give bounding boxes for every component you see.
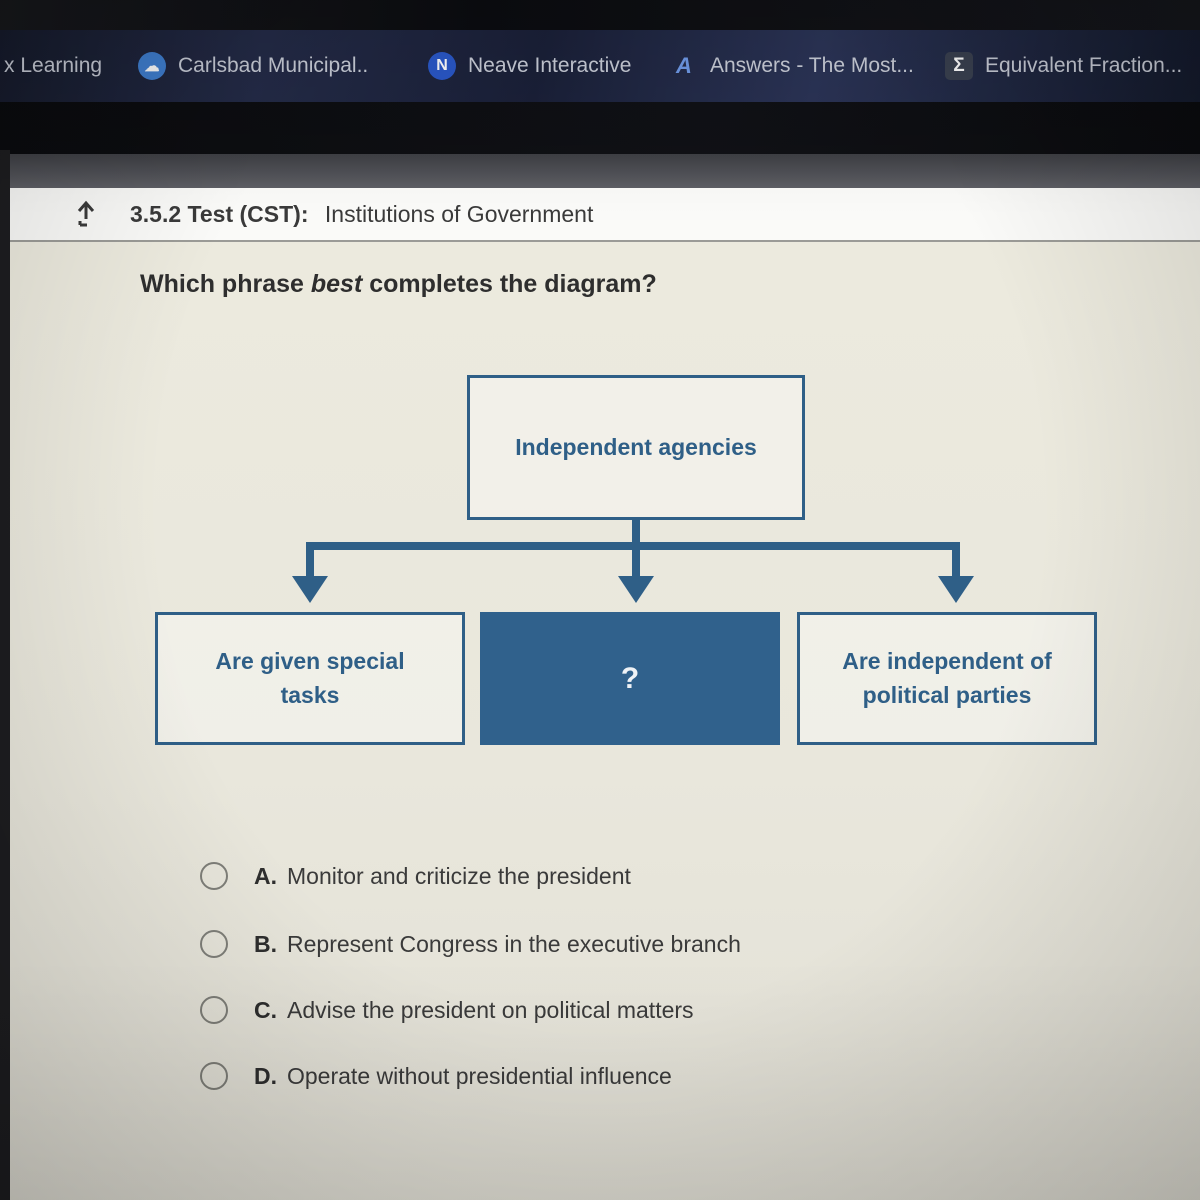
option-d-text: D. Operate without presidential influence [254, 1063, 672, 1090]
radio-button-d[interactable] [200, 1062, 228, 1090]
monitor-top-bezel [0, 0, 1200, 30]
cloud-icon: ☁ [138, 52, 166, 80]
bookmark-equivalent-fraction[interactable]: Σ Equivalent Fraction... [945, 30, 1182, 102]
question-suffix: completes the diagram? [362, 270, 657, 298]
question-prefix: Which phrase [140, 270, 311, 298]
diagram-mystery-label: ? [620, 661, 640, 695]
bookmark-answers[interactable]: A Answers - The Most... [670, 30, 914, 102]
option-b-body: Represent Congress in the executive bran… [287, 930, 741, 957]
bookmark-label: Answers - The Most... [710, 54, 914, 77]
bookmarks-bar: x Learning ☁ Carlsbad Municipal.. N Neav… [0, 30, 1200, 102]
arrow-down-right-icon [938, 576, 974, 603]
diagram-right-label: Are independent of political parties [842, 648, 1052, 708]
option-c-body: Advise the president on political matter… [287, 996, 694, 1023]
diagram-top-box: Independent agencies [467, 375, 805, 520]
option-d-body: Operate without presidential influence [287, 1062, 672, 1089]
answer-option-b[interactable]: B. Represent Congress in the executive br… [200, 930, 741, 958]
question-page: Which phrase best completes the diagram?… [0, 242, 1200, 1200]
question-text: Which phrase best completes the diagram? [140, 270, 657, 299]
option-c-letter: C. [254, 996, 277, 1023]
test-title-subject: Institutions of Government [324, 200, 594, 227]
diagram-right-box: Are independent of political parties [797, 612, 1097, 745]
radio-button-c[interactable] [200, 996, 228, 1024]
bookmark-carlsbad-municipal[interactable]: ☁ Carlsbad Municipal.. [138, 30, 368, 102]
answer-option-a[interactable]: A. Monitor and criticize the president [200, 862, 631, 890]
bookmark-apex-learning[interactable]: x Learning [4, 30, 102, 102]
diagram-left-label: Are given special tasks [215, 648, 405, 708]
answer-option-c[interactable]: C. Advise the president on political matt… [200, 996, 694, 1024]
radio-button-a[interactable] [200, 862, 228, 890]
answer-option-d[interactable]: D. Operate without presidential influence [200, 1062, 672, 1090]
bookmark-label: Neave Interactive [468, 54, 632, 77]
diagram-connector-middle [632, 548, 640, 578]
option-d-letter: D. [254, 1062, 277, 1089]
option-b-text: B. Represent Congress in the executive br… [254, 931, 741, 958]
diagram-connector-vertical [632, 520, 640, 546]
option-a-letter: A. [254, 862, 277, 889]
upload-icon[interactable] [72, 199, 102, 229]
diagram-mystery-box: ? [480, 612, 780, 745]
arrow-down-middle-icon [618, 576, 654, 603]
bookmark-label: Carlsbad Municipal.. [178, 54, 369, 77]
test-title: 3.5.2 Test (CST): Institutions of Govern… [130, 201, 593, 228]
diagram-left-box: Are given special tasks [155, 612, 465, 745]
test-header: 3.5.2 Test (CST): Institutions of Govern… [0, 188, 1200, 242]
a-badge-icon: A [676, 53, 692, 78]
browser-dark-band [0, 102, 1200, 154]
sigma-badge-icon: Σ [945, 52, 973, 80]
option-a-text: A. Monitor and criticize the president [254, 863, 631, 890]
option-c-text: C. Advise the president on political matt… [254, 997, 694, 1024]
test-title-number: 3.5.2 Test (CST): [130, 200, 309, 227]
diagram-connector-right [952, 548, 960, 578]
bookmark-label: x Learning [4, 54, 103, 77]
option-a-body: Monitor and criticize the president [287, 862, 631, 889]
diagram-connector-left [306, 548, 314, 578]
diagram-top-label: Independent agencies [515, 433, 757, 460]
monitor-left-bezel [0, 150, 10, 1200]
radio-button-b[interactable] [200, 930, 228, 958]
n-badge-icon: N [428, 52, 456, 80]
bookmark-label: Equivalent Fraction... [985, 54, 1183, 77]
question-emphasis: best [310, 270, 363, 298]
arrow-down-left-icon [292, 576, 328, 603]
diagram-connector-horizontal [306, 542, 960, 550]
browser-gray-band [0, 154, 1200, 188]
bookmark-neave-interactive[interactable]: N Neave Interactive [428, 30, 631, 102]
option-b-letter: B. [254, 930, 277, 957]
